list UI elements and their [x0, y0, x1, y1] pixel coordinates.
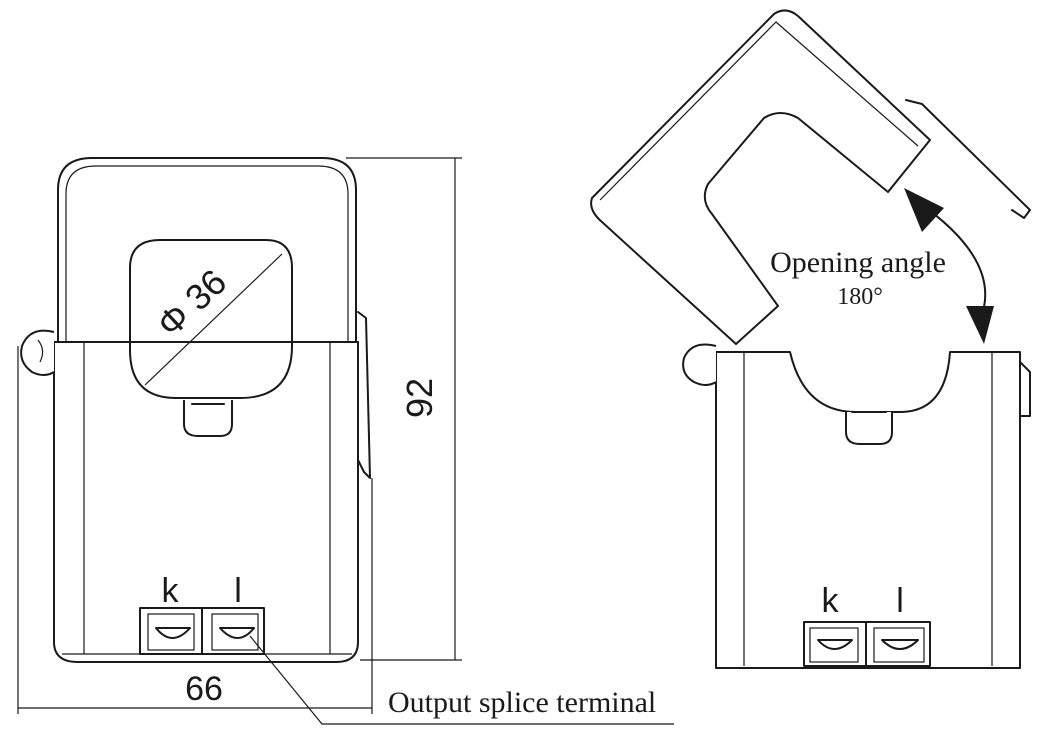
- open-terminal-l-label: l: [896, 582, 904, 620]
- open-clamp-arm-inner: [599, 21, 919, 201]
- open-hinge-clip: [1019, 361, 1031, 417]
- width-dimension-label: 66: [185, 670, 223, 708]
- open-sensor-view: [590, 9, 1031, 669]
- terminal-l-screw: [219, 627, 255, 639]
- clamp-cap: [57, 157, 357, 343]
- diameter-label: Φ 36: [149, 261, 235, 345]
- terminal-k-screw: [155, 627, 191, 639]
- side-knob: [20, 329, 55, 376]
- housing-body: [53, 341, 359, 663]
- open-hinge-plate: [905, 99, 1031, 219]
- hinge-clip: [357, 311, 371, 479]
- opening-angle-label: Opening angle: [770, 246, 946, 279]
- core-window: [129, 239, 293, 399]
- open-housing-body: [715, 351, 1021, 669]
- open-terminal-l-slot: [873, 627, 925, 663]
- terminal-k-label: k: [162, 572, 180, 610]
- arc-arrowhead-bottom: [966, 306, 994, 344]
- open-terminal-k-screw: [817, 639, 853, 650]
- opening-angle-value: 180°: [837, 284, 883, 310]
- open-clamp-arm: [590, 9, 931, 345]
- closed-sensor-view: [17, 157, 674, 725]
- diameter-dimension-line: [144, 253, 283, 386]
- open-terminal-k-slot: [809, 627, 859, 663]
- side-knob-detail: [37, 339, 44, 363]
- terminal-k-slot: [147, 613, 195, 651]
- terminal-l-slot: [211, 613, 259, 651]
- latch-tab: [183, 400, 233, 437]
- open-side-knob: [682, 343, 717, 386]
- output-terminal-label: Output splice terminal: [388, 686, 656, 719]
- open-terminal-l-screw: [881, 639, 919, 650]
- clamp-cap-inner-edge: [65, 165, 349, 342]
- terminal-l-label: l: [234, 572, 242, 610]
- open-latch-tab: [845, 412, 893, 445]
- terminal-callout-leader: [249, 635, 674, 725]
- height-dimension-label: 92: [399, 378, 440, 418]
- arc-arrowhead-top: [904, 188, 944, 232]
- open-terminal-k-label: k: [822, 582, 840, 620]
